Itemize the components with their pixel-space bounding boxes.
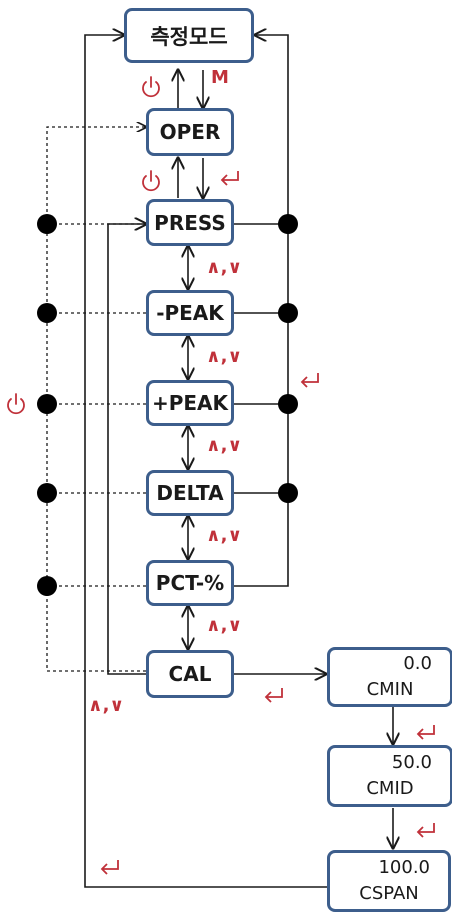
enter-icon	[100, 860, 119, 875]
enter-icon	[264, 688, 283, 703]
dashed-left-bus	[46, 127, 146, 672]
peak-plus-box[interactable]: +PEAK	[146, 380, 234, 426]
enter-icon	[300, 373, 319, 388]
enter-icon	[416, 823, 435, 838]
junction-dot	[37, 483, 57, 503]
updown-label: ∧,∨	[206, 435, 243, 456]
m-key-label: M	[211, 67, 229, 88]
cal-box[interactable]: CAL	[146, 650, 234, 698]
cmid-value: 50.0	[391, 752, 432, 773]
delta-box[interactable]: DELTA	[146, 470, 234, 516]
press-box[interactable]: PRESS	[146, 199, 234, 246]
updown-label: ∧,∨	[206, 346, 243, 367]
cspan-box[interactable]: 100.0 CSPAN	[327, 850, 451, 912]
peak-minus-box[interactable]: -PEAK	[146, 290, 234, 336]
junction-dot	[278, 303, 298, 323]
cmid-box[interactable]: 50.0 CMID	[327, 745, 452, 807]
updown-label: ∧,∨	[206, 257, 243, 278]
cspan-value: 100.0	[378, 857, 430, 878]
cmid-label: CMID	[366, 778, 414, 799]
junction-dot	[37, 214, 57, 234]
measure-mode-box[interactable]: 측정모드	[124, 8, 254, 63]
cmin-label: CMIN	[366, 679, 414, 700]
junction-dot	[37, 576, 57, 596]
updown-label: ∧,∨	[88, 695, 125, 716]
enter-icon	[416, 725, 435, 740]
oper-box[interactable]: OPER	[146, 108, 234, 156]
arrow-cspan-to-mode	[84, 35, 328, 888]
pct-box[interactable]: PCT-%	[146, 560, 234, 606]
cspan-label: CSPAN	[359, 883, 419, 904]
power-icon	[142, 76, 160, 98]
enter-icon	[220, 171, 239, 186]
junction-dot	[37, 303, 57, 323]
arrow-cal-to-press	[107, 224, 146, 675]
junction-dot	[278, 214, 298, 234]
power-icon	[142, 170, 160, 192]
updown-label: ∧,∨	[206, 525, 243, 546]
cmin-box[interactable]: 0.0 CMIN	[327, 647, 452, 707]
updown-label: ∧,∨	[206, 615, 243, 636]
junction-dot	[37, 394, 57, 414]
power-icon	[7, 393, 25, 415]
junction-dot	[278, 394, 298, 414]
arrow-bus-to-mode	[255, 35, 289, 224]
junction-dot	[278, 483, 298, 503]
cmin-value: 0.0	[403, 653, 432, 674]
